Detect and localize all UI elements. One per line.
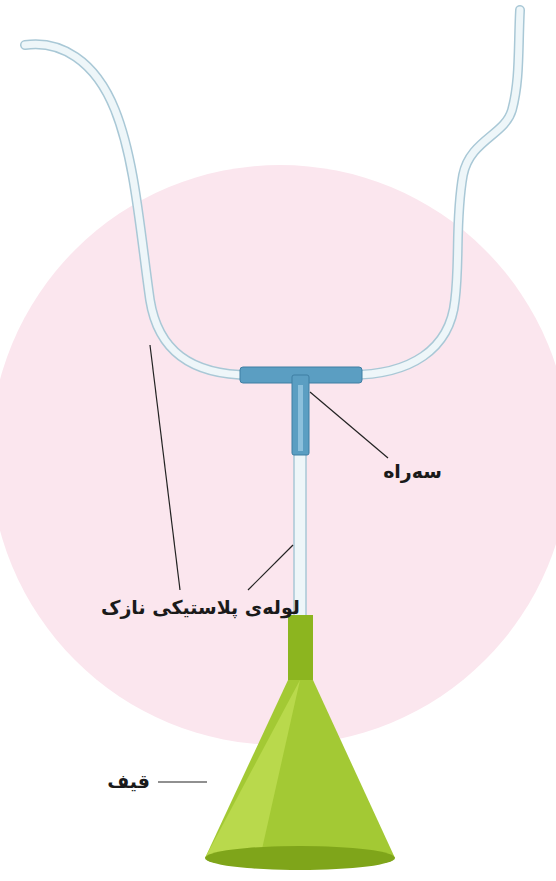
funnel-highlight: [205, 680, 300, 858]
t-junction-highlight: [298, 385, 303, 451]
tube-outline: [350, 10, 520, 375]
tube-outline: [25, 44, 250, 375]
leader-line: [248, 545, 293, 590]
funnel-cone: [205, 680, 395, 858]
part-label: لوله‌ی پلاستیکی نازک: [101, 596, 300, 619]
funnel-neck: [288, 615, 313, 690]
part-label: قیف: [107, 770, 150, 793]
leader-line: [310, 392, 388, 458]
leader-line: [158, 781, 207, 782]
funnel-rim: [205, 846, 395, 870]
tube: [25, 44, 250, 375]
part-label: سه‌راه: [383, 460, 442, 483]
t-junction: [292, 375, 309, 455]
leader-line: [150, 345, 180, 590]
thin-tube: [294, 450, 306, 620]
tube: [350, 10, 520, 375]
background-circle: [0, 165, 556, 745]
